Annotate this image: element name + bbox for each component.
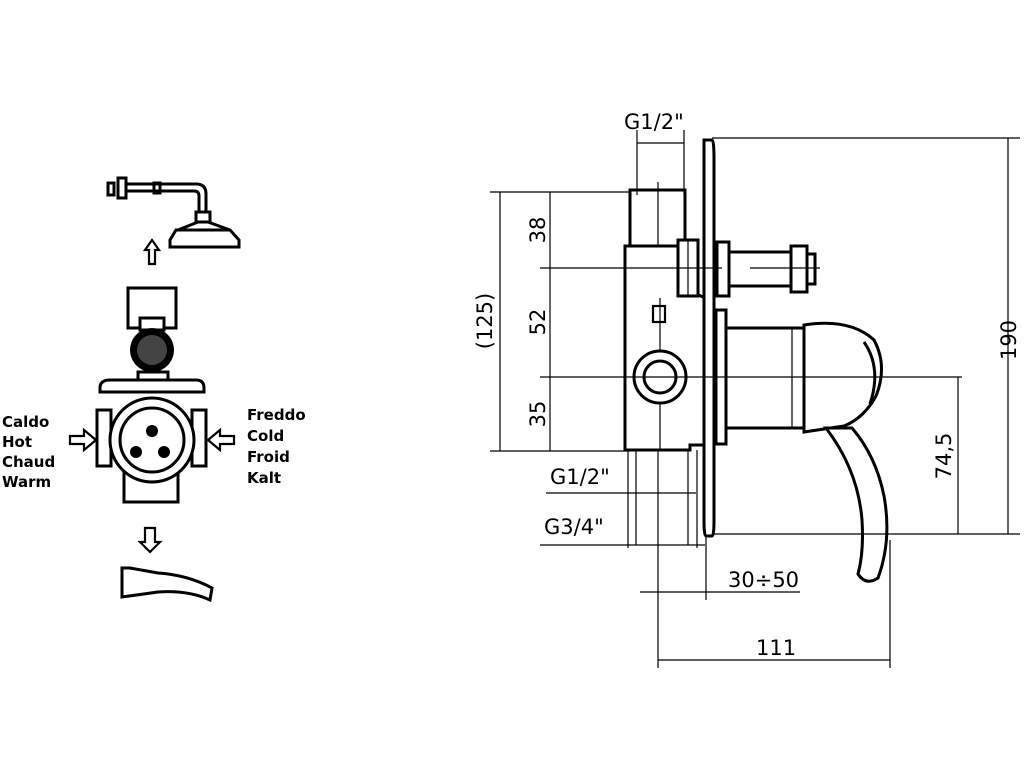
arrow-down-icon [137, 526, 163, 554]
cold-water-label: Freddo Cold Froid Kalt [247, 406, 306, 487]
svg-text:Froid: Froid [247, 448, 290, 466]
thread-g12-dimension: G1/2" [550, 465, 610, 489]
dim-52: 52 [526, 309, 550, 336]
dimension-lines [490, 130, 1020, 668]
spout-icon [120, 566, 214, 603]
svg-text:Warm: Warm [2, 473, 51, 491]
svg-text:Caldo: Caldo [2, 413, 49, 431]
dim-190: 190 [997, 320, 1021, 360]
top-thread-dimension: G1/2" [624, 110, 684, 134]
mixer-body-schematic [95, 286, 208, 504]
dim-35: 35 [526, 401, 550, 428]
dimension-labels: G1/2" 38 52 35 (125) 190 74,5 G1/2" G3/4… [473, 110, 1021, 660]
svg-text:Cold: Cold [247, 427, 284, 445]
dim-38: 38 [526, 217, 550, 244]
hot-water-label: Caldo Hot Chaud Warm [2, 413, 55, 491]
svg-text:Hot: Hot [2, 433, 32, 451]
thread-g34-dimension: G3/4" [544, 515, 604, 539]
arrow-right-icon [68, 427, 98, 453]
wall-plate [702, 138, 716, 538]
svg-text:Kalt: Kalt [247, 469, 281, 487]
shower-head-icon [106, 176, 241, 249]
diverter-body [623, 182, 710, 452]
arrow-left-icon [206, 427, 236, 453]
wall-depth-dimension: 30÷50 [728, 568, 799, 592]
dim-125: (125) [473, 293, 497, 349]
svg-text:Freddo: Freddo [247, 406, 306, 424]
diverter-knob [715, 240, 820, 298]
mixer-lever-handle [714, 308, 889, 583]
dim-74-5: 74,5 [932, 433, 956, 480]
svg-text:Chaud: Chaud [2, 453, 55, 471]
dim-111: 111 [756, 636, 796, 660]
arrow-up-icon [142, 238, 162, 266]
